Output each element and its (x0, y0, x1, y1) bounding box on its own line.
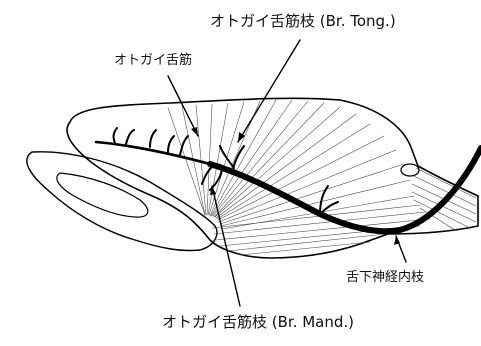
nerve-branch-main (96, 142, 210, 164)
tongue-outline (67, 98, 478, 258)
oval-structure (401, 164, 419, 176)
label-br-mand: オトガイ舌筋枝 (Br. Mand.) (162, 315, 354, 330)
label-genioglossus: オトガイ舌筋 (114, 54, 192, 67)
label-br-tong: オトガイ舌筋枝 (Br. Tong.) (210, 14, 396, 29)
mandible-inner-outline (57, 173, 148, 217)
leader-lines (168, 40, 406, 306)
label-hypoglossal-internal: 舌下神経内枝 (346, 271, 424, 284)
